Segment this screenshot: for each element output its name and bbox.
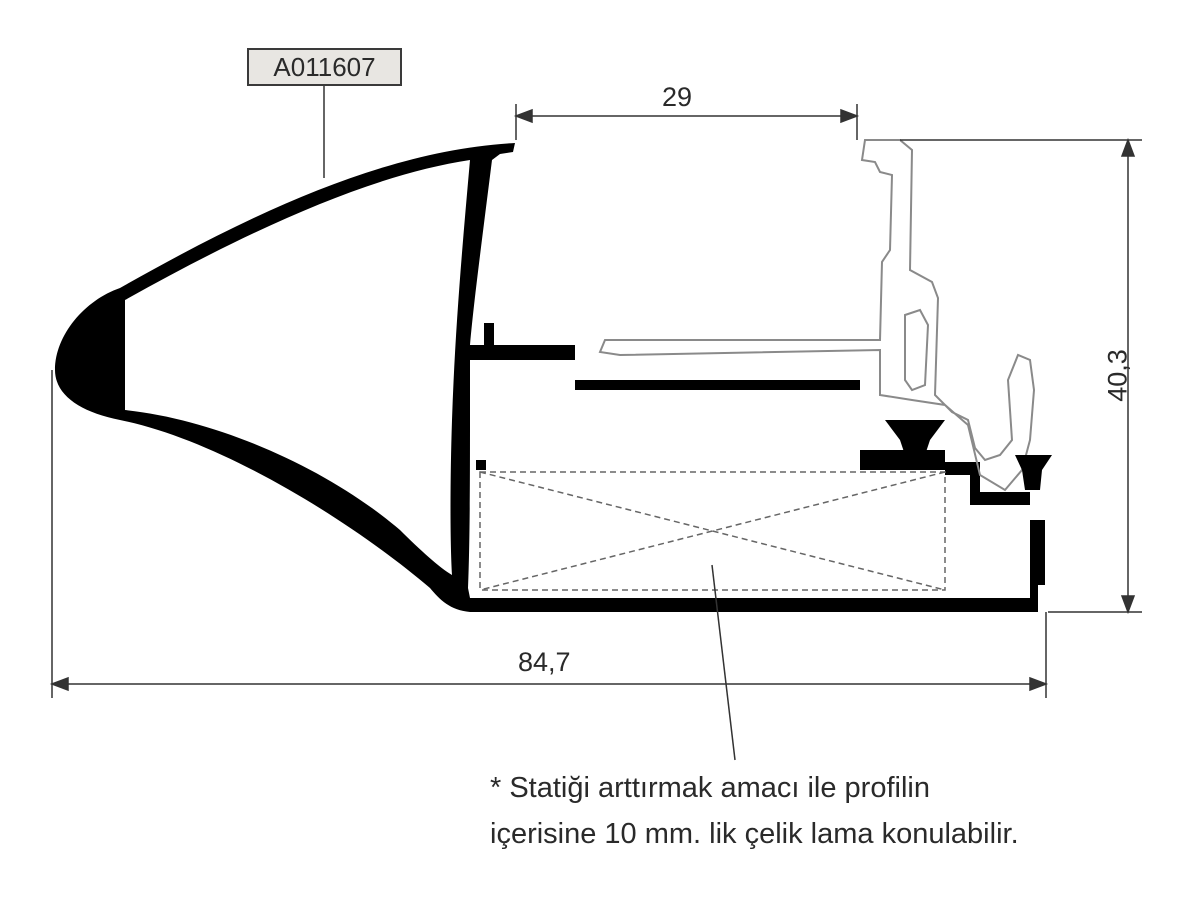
dimension-height — [900, 137, 1142, 615]
note-line-1: * Statiği arttırmak amacı ile profilin — [490, 772, 930, 804]
dimension-overall-value: 84,7 — [518, 647, 571, 677]
secondary-profile-slot — [904, 308, 930, 392]
dimension-height-value: 40,3 — [1102, 349, 1133, 402]
steel-bar-insert — [479, 471, 946, 591]
dimension-top — [513, 104, 860, 140]
dimension-top-value: 29 — [662, 82, 693, 112]
gasket-2 — [1015, 455, 1052, 490]
nose-hollow — [125, 160, 470, 575]
part-code-label: A011607 — [247, 48, 402, 86]
profile-lip-2 — [476, 460, 486, 470]
steel-bar-note: * Statiği arttırmak amacı ile profilin i… — [490, 765, 1019, 857]
note-line-2: içerisine 10 mm. lik çelik lama konulabi… — [490, 818, 1019, 850]
profile-lip — [484, 323, 494, 345]
note-leader — [711, 564, 736, 761]
gasket-1 — [885, 420, 945, 455]
secondary-profile-outline — [598, 139, 1036, 492]
dimension-overall — [49, 370, 1049, 698]
